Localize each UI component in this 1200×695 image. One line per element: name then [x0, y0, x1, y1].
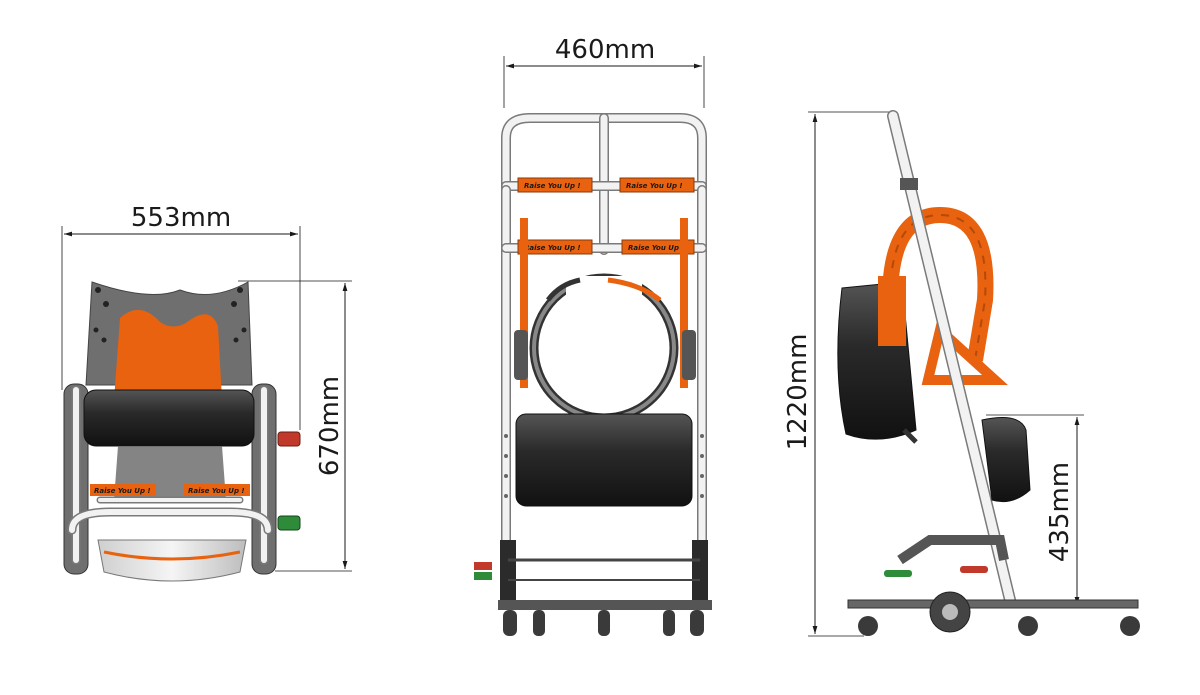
front-width-label: 460mm [555, 35, 655, 65]
dimension-front-width: 460mm [503, 35, 705, 108]
dimension-side-height: 1220mm [783, 111, 896, 637]
orange-handle [882, 206, 994, 362]
green-button-side-icon [884, 570, 912, 577]
dimension-top-width: 553mm [61, 203, 301, 430]
seat-pad [515, 413, 693, 507]
strap-label-front-4: Raise You Up ! [628, 244, 685, 252]
dimension-seat-height: 435mm [986, 414, 1084, 608]
top-view: 553mm 670mm Raise Yo [61, 203, 352, 582]
top-width-label: 553mm [131, 203, 231, 233]
chest-pad [83, 389, 255, 447]
red-button-front-icon [474, 562, 492, 570]
front-view: 460mm Raise You Up ! Raise You Up ! Rais… [474, 35, 712, 636]
top-depth-label: 670mm [315, 376, 345, 476]
dimension-top-depth: 670mm [238, 280, 352, 572]
side-view: 1220mm 435mm [783, 110, 1140, 637]
green-button-front-icon [474, 572, 492, 580]
side-height-label: 1220mm [783, 334, 813, 451]
green-button-icon [277, 515, 301, 531]
seat-height-label: 435mm [1045, 462, 1075, 562]
strap-label-front-3: Raise You Up ! [524, 244, 581, 252]
orange-back-pad [114, 309, 222, 400]
red-button-side-icon [960, 566, 988, 573]
strap-label-left: Raise You Up ! [94, 487, 151, 495]
side-seat-pad [981, 417, 1031, 503]
red-button-icon [277, 431, 301, 447]
strap-label-front-2: Raise You Up ! [626, 182, 683, 190]
strap-label-right: Raise You Up ! [188, 487, 245, 495]
strap-label-front-1: Raise You Up ! [524, 182, 581, 190]
